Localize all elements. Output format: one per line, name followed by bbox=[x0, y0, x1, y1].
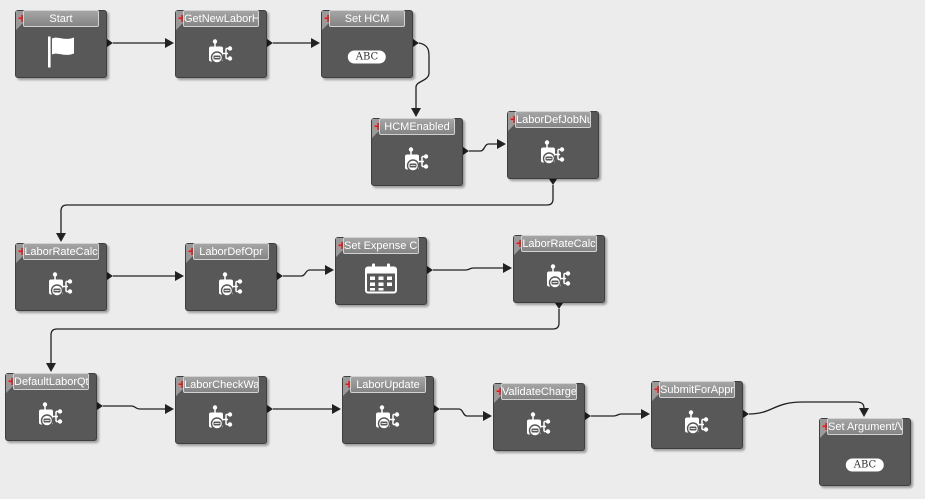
workflow-node-labordefjobnum[interactable]: +LaborDefJobNum bbox=[507, 111, 599, 179]
connector-defaultlaborqty-to-laborcheckwarnin bbox=[103, 405, 166, 410]
add-icon[interactable]: + bbox=[496, 384, 504, 398]
output-port[interactable] bbox=[277, 272, 283, 280]
node-title: SubmitForApprova bbox=[659, 381, 735, 398]
connector-sethcm-to-hcmenabled-arrow bbox=[411, 108, 421, 117]
add-icon[interactable]: + bbox=[8, 374, 16, 388]
output-port[interactable] bbox=[743, 410, 749, 418]
node-title: Start bbox=[23, 10, 99, 27]
workflow-node-setargumentvari[interactable]: +Set Argument/VariABC bbox=[819, 418, 911, 486]
connector-labordefopr-to-setexpensecode bbox=[283, 269, 326, 277]
add-icon[interactable]: + bbox=[188, 244, 196, 258]
add-icon[interactable]: + bbox=[345, 377, 353, 391]
abc-icon: ABC bbox=[347, 50, 387, 64]
node-title: LaborDefJobNum bbox=[515, 111, 591, 128]
method-icon bbox=[206, 405, 236, 436]
connector-validatechargerat-to-submitforapprova bbox=[591, 413, 642, 417]
output-port[interactable] bbox=[434, 405, 440, 413]
add-icon[interactable]: + bbox=[516, 236, 524, 250]
connector-submitforapprova-to-setargumentvari-arrow bbox=[859, 408, 869, 417]
workflow-node-defaultlaborqty[interactable]: +DefaultLaborQty bbox=[5, 373, 97, 441]
method-icon bbox=[682, 410, 712, 441]
workflow-node-laborupdate[interactable]: +LaborUpdate bbox=[342, 376, 434, 444]
method-icon bbox=[216, 272, 246, 303]
output-port[interactable] bbox=[413, 39, 419, 47]
output-port[interactable] bbox=[267, 405, 273, 413]
output-port[interactable] bbox=[97, 402, 103, 410]
workflow-node-labordefopr[interactable]: +LaborDefOpr bbox=[185, 243, 277, 311]
workflow-node-sethcm[interactable]: +Set HCM ABC bbox=[321, 10, 413, 78]
output-port[interactable] bbox=[585, 412, 591, 420]
connector-laborratecalc2-to-defaultlaborqty bbox=[50, 309, 560, 364]
workflow-node-getnewlaborhed[interactable]: +GetNewLaborHed bbox=[175, 10, 267, 78]
node-title: HCMEnabled bbox=[379, 118, 455, 135]
workflow-node-hcmenabled[interactable]: +HCMEnabled bbox=[371, 118, 463, 186]
flag-icon bbox=[44, 35, 78, 74]
add-icon[interactable]: + bbox=[654, 382, 662, 396]
method-icon bbox=[36, 402, 66, 433]
connector-hcmenabled-to-labordefjobnum-arrow bbox=[497, 139, 506, 149]
connector-laborupdate-to-validatechargerat bbox=[440, 408, 484, 417]
output-port[interactable] bbox=[107, 39, 113, 47]
abc-icon: ABC bbox=[845, 458, 885, 472]
connector-setexpensecode-to-laborratecalc2 bbox=[433, 267, 504, 271]
connector-validatechargerat-to-submitforapprova-arrow bbox=[641, 409, 650, 419]
connector-laborcheckwarnin-to-laborupdate-arrow bbox=[332, 404, 341, 414]
workflow-node-laborcheckwarnin[interactable]: +LaborCheckWarnin bbox=[175, 376, 267, 444]
workflow-node-validatechargerat[interactable]: +ValidateChargeRat bbox=[493, 383, 585, 451]
connector-labordefopr-to-setexpensecode-arrow bbox=[325, 265, 334, 275]
method-icon bbox=[538, 140, 568, 171]
node-title: GetNewLaborHed bbox=[183, 10, 259, 27]
add-icon[interactable]: + bbox=[18, 11, 26, 25]
add-icon[interactable]: + bbox=[510, 112, 518, 126]
connector-getnewlaborhed-to-sethcm-arrow bbox=[311, 38, 320, 48]
workflow-node-setexpensecode[interactable]: +Set Expense Code bbox=[335, 237, 427, 305]
workflow-node-laborratecalc2[interactable]: +LaborRateCalc bbox=[513, 235, 605, 303]
connector-laborupdate-to-validatechargerat-arrow bbox=[483, 411, 492, 421]
node-title: LaborRateCalc bbox=[521, 235, 597, 252]
node-title: LaborRateCalc bbox=[23, 243, 99, 260]
add-icon[interactable]: + bbox=[374, 119, 382, 133]
connector-labordefjobnum-to-laborratecalc1-arrow bbox=[56, 233, 66, 242]
node-title: Set Expense Code bbox=[343, 237, 419, 254]
workflow-node-start[interactable]: +Start bbox=[15, 10, 107, 78]
connector-defaultlaborqty-to-laborcheckwarnin-arrow bbox=[165, 404, 174, 414]
node-title: DefaultLaborQty bbox=[13, 373, 89, 390]
connector-sethcm-to-hcmenabled bbox=[415, 42, 430, 109]
add-icon[interactable]: + bbox=[324, 11, 332, 25]
method-icon bbox=[206, 39, 236, 70]
connector-start-to-getnewlaborhed-arrow bbox=[165, 38, 174, 48]
method-icon bbox=[402, 147, 432, 178]
connector-hcmenabled-to-labordefjobnum bbox=[469, 143, 498, 152]
connector-labordefjobnum-to-laborratecalc1 bbox=[60, 185, 554, 234]
output-port[interactable] bbox=[549, 179, 557, 185]
connector-laborratecalc1-to-labordefopr-arrow bbox=[175, 271, 184, 281]
add-icon[interactable]: + bbox=[822, 419, 830, 433]
node-title: ValidateChargeRat bbox=[501, 383, 577, 400]
method-icon bbox=[544, 264, 574, 295]
add-icon[interactable]: + bbox=[338, 238, 346, 252]
method-icon bbox=[373, 405, 403, 436]
add-icon[interactable]: + bbox=[178, 377, 186, 391]
output-port[interactable] bbox=[463, 147, 469, 155]
add-icon[interactable]: + bbox=[178, 11, 186, 25]
workflow-node-submitforapprova[interactable]: +SubmitForApprova bbox=[651, 381, 743, 449]
calendar-icon bbox=[364, 263, 398, 300]
connector-setexpensecode-to-laborratecalc2-arrow bbox=[503, 263, 512, 273]
node-title: LaborCheckWarnin bbox=[183, 376, 259, 393]
node-title: LaborUpdate bbox=[350, 376, 426, 393]
workflow-node-laborratecalc1[interactable]: +LaborRateCalc bbox=[15, 243, 107, 311]
node-title: LaborDefOpr bbox=[193, 243, 269, 260]
node-title: Set HCM bbox=[329, 10, 405, 27]
method-icon bbox=[524, 412, 554, 443]
connector-laborratecalc2-to-defaultlaborqty-arrow bbox=[46, 363, 56, 372]
output-port[interactable] bbox=[427, 266, 433, 274]
output-port[interactable] bbox=[107, 272, 113, 280]
output-port[interactable] bbox=[555, 303, 563, 309]
connector-submitforapprova-to-setargumentvari bbox=[748, 401, 865, 415]
add-icon[interactable]: + bbox=[18, 244, 26, 258]
node-title: Set Argument/Vari bbox=[827, 418, 903, 435]
output-port[interactable] bbox=[267, 39, 273, 47]
method-icon bbox=[46, 272, 76, 303]
